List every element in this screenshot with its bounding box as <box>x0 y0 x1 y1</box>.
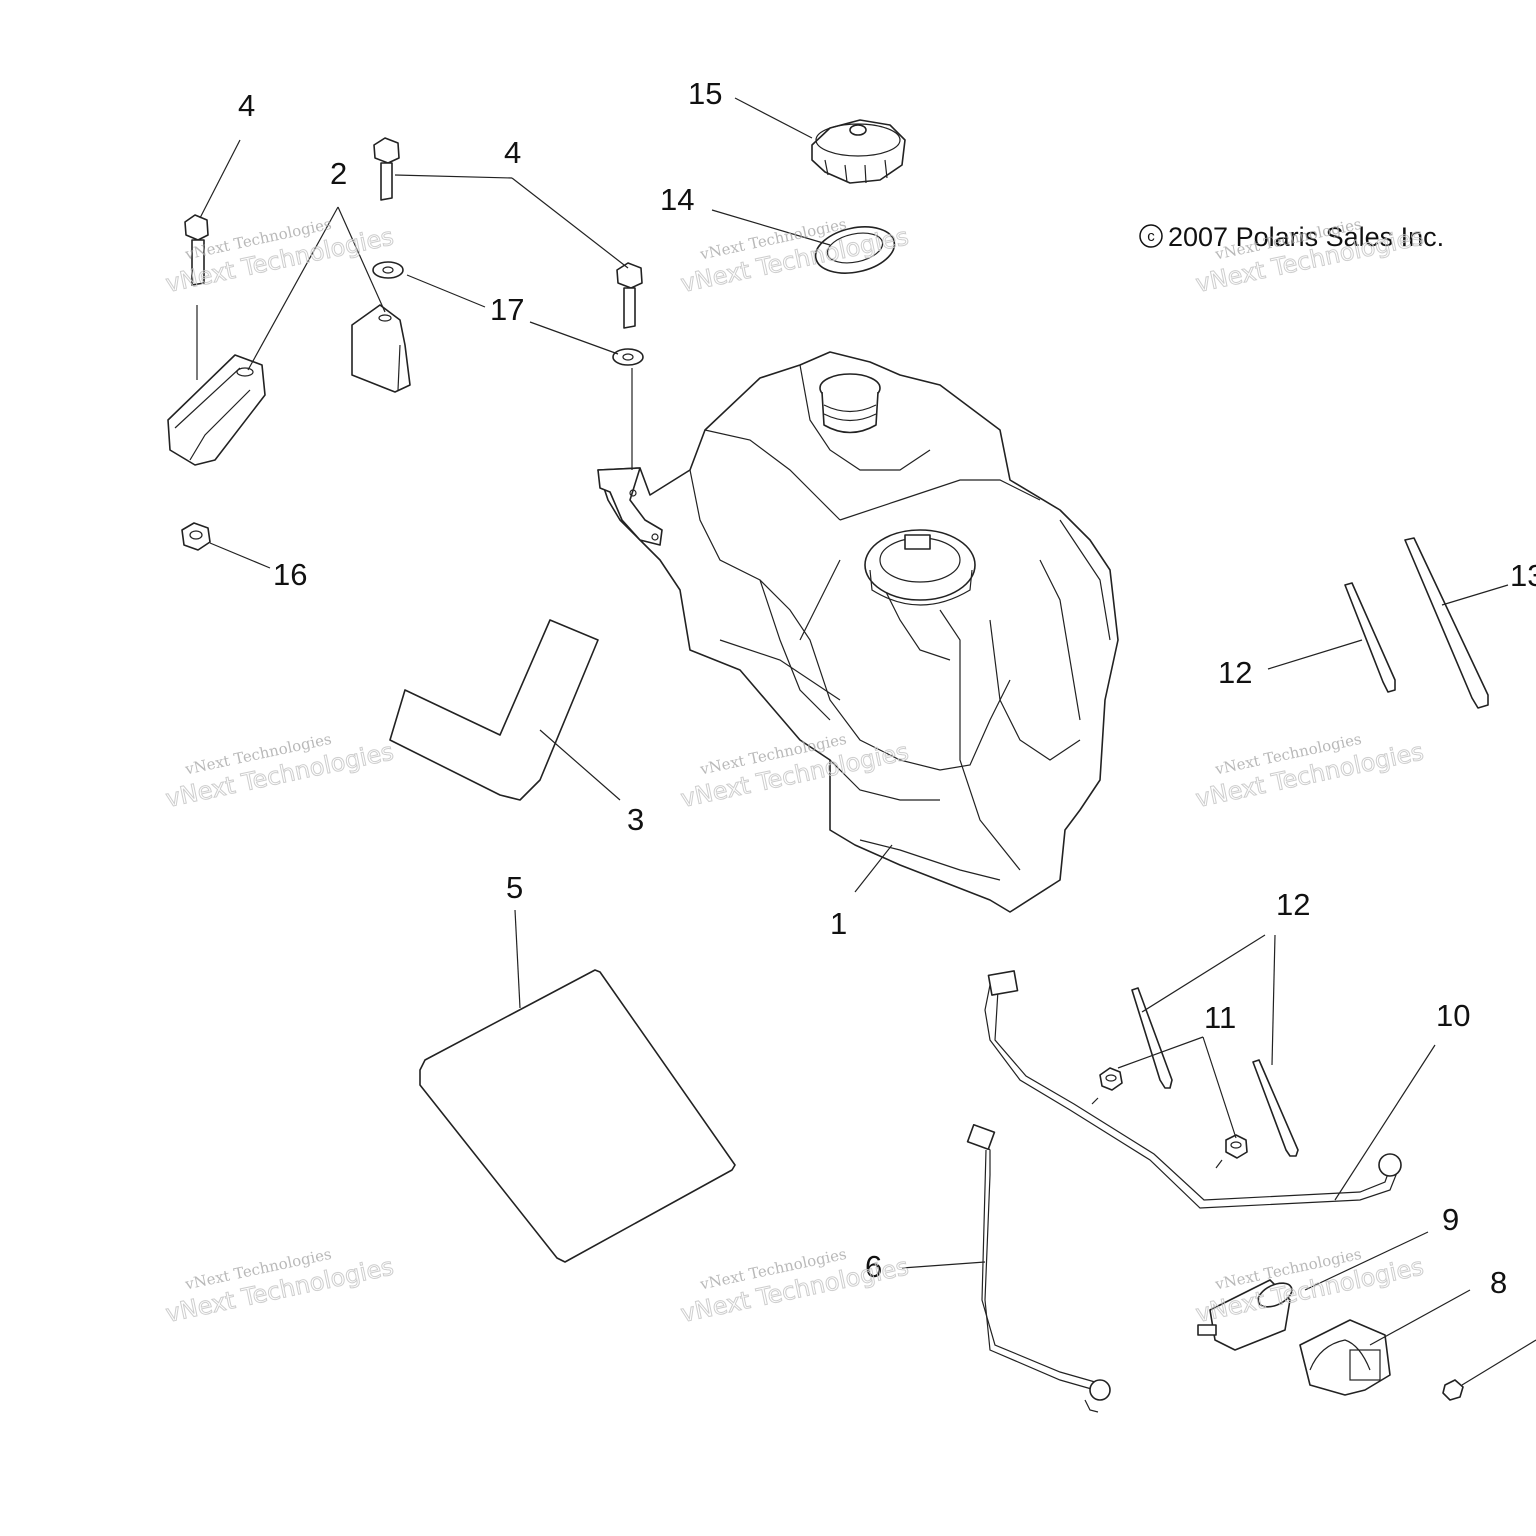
cable-tie-3 <box>1131 987 1173 1089</box>
watermark-9: vNext Technologies vNext Technologies <box>1193 1245 1427 1329</box>
fuel-line-left <box>966 1123 1111 1413</box>
callout-17: 17 <box>490 292 524 327</box>
callout-3: 3 <box>627 802 644 837</box>
callout-12-a: 12 <box>1218 655 1252 690</box>
watermark-2: vNext Technologies vNext Technologies <box>678 215 912 299</box>
bolt-2 <box>373 137 400 201</box>
leader-lines <box>196 97 1536 1386</box>
foam-pad <box>389 619 599 801</box>
hex-nut <box>181 522 211 551</box>
grommet-1 <box>1099 1067 1123 1091</box>
heat-shield-sheet <box>419 969 736 1263</box>
watermark-3: vNext Technologies vNext Technologies <box>1193 215 1427 299</box>
callout-4-a: 4 <box>238 88 255 123</box>
callout-1: 1 <box>830 906 847 941</box>
watermark-7: vNext Technologies vNext Technologies <box>163 1245 397 1329</box>
watermark-8: vNext Technologies vNext Technologies <box>678 1245 912 1329</box>
callout-6: 6 <box>865 1249 882 1284</box>
callout-4-b: 4 <box>504 135 521 170</box>
fuel-cap <box>811 119 906 184</box>
callout-8: 8 <box>1490 1265 1507 1300</box>
bolt-1 <box>184 214 209 286</box>
copyright-notice: c 2007 Polaris Sales Inc. <box>1139 222 1444 252</box>
copyright-text: 2007 Polaris Sales Inc. <box>1168 222 1444 252</box>
fuel-filter <box>1197 1279 1293 1351</box>
callout-13: 13 <box>1510 558 1536 593</box>
washer-1 <box>372 261 404 279</box>
cable-tie-4 <box>1252 1059 1299 1157</box>
callout-labels: 4 2 4 15 14 17 16 3 5 1 12 13 12 11 10 6… <box>238 76 1536 1300</box>
bracket-left <box>167 354 266 466</box>
callout-11: 11 <box>1204 1000 1236 1035</box>
watermark-4: vNext Technologies vNext Technologies <box>163 730 397 814</box>
grommet-2 <box>1225 1134 1248 1159</box>
fuel-line-right <box>984 970 1402 1209</box>
watermark-6: vNext Technologies vNext Technologies <box>1193 730 1427 814</box>
callout-15: 15 <box>688 76 722 111</box>
filter-clamp <box>1299 1319 1391 1396</box>
copyright-circle <box>1139 224 1163 248</box>
callout-10: 10 <box>1436 998 1470 1033</box>
cable-tie-1 <box>1344 582 1396 693</box>
bolt-3 <box>616 262 643 329</box>
callout-12-b: 12 <box>1276 887 1310 922</box>
cap-gasket <box>814 226 896 274</box>
callout-14: 14 <box>660 182 694 217</box>
bracket-right <box>351 304 411 393</box>
callout-5: 5 <box>506 870 523 905</box>
fuel-tank <box>597 351 1119 913</box>
screw <box>1442 1379 1464 1401</box>
copyright-symbol: c <box>1147 228 1155 245</box>
washer-2 <box>612 348 644 366</box>
callout-2: 2 <box>330 156 347 191</box>
callout-9: 9 <box>1442 1202 1459 1237</box>
callout-16: 16 <box>273 557 307 592</box>
cable-tie-2 <box>1404 537 1489 709</box>
